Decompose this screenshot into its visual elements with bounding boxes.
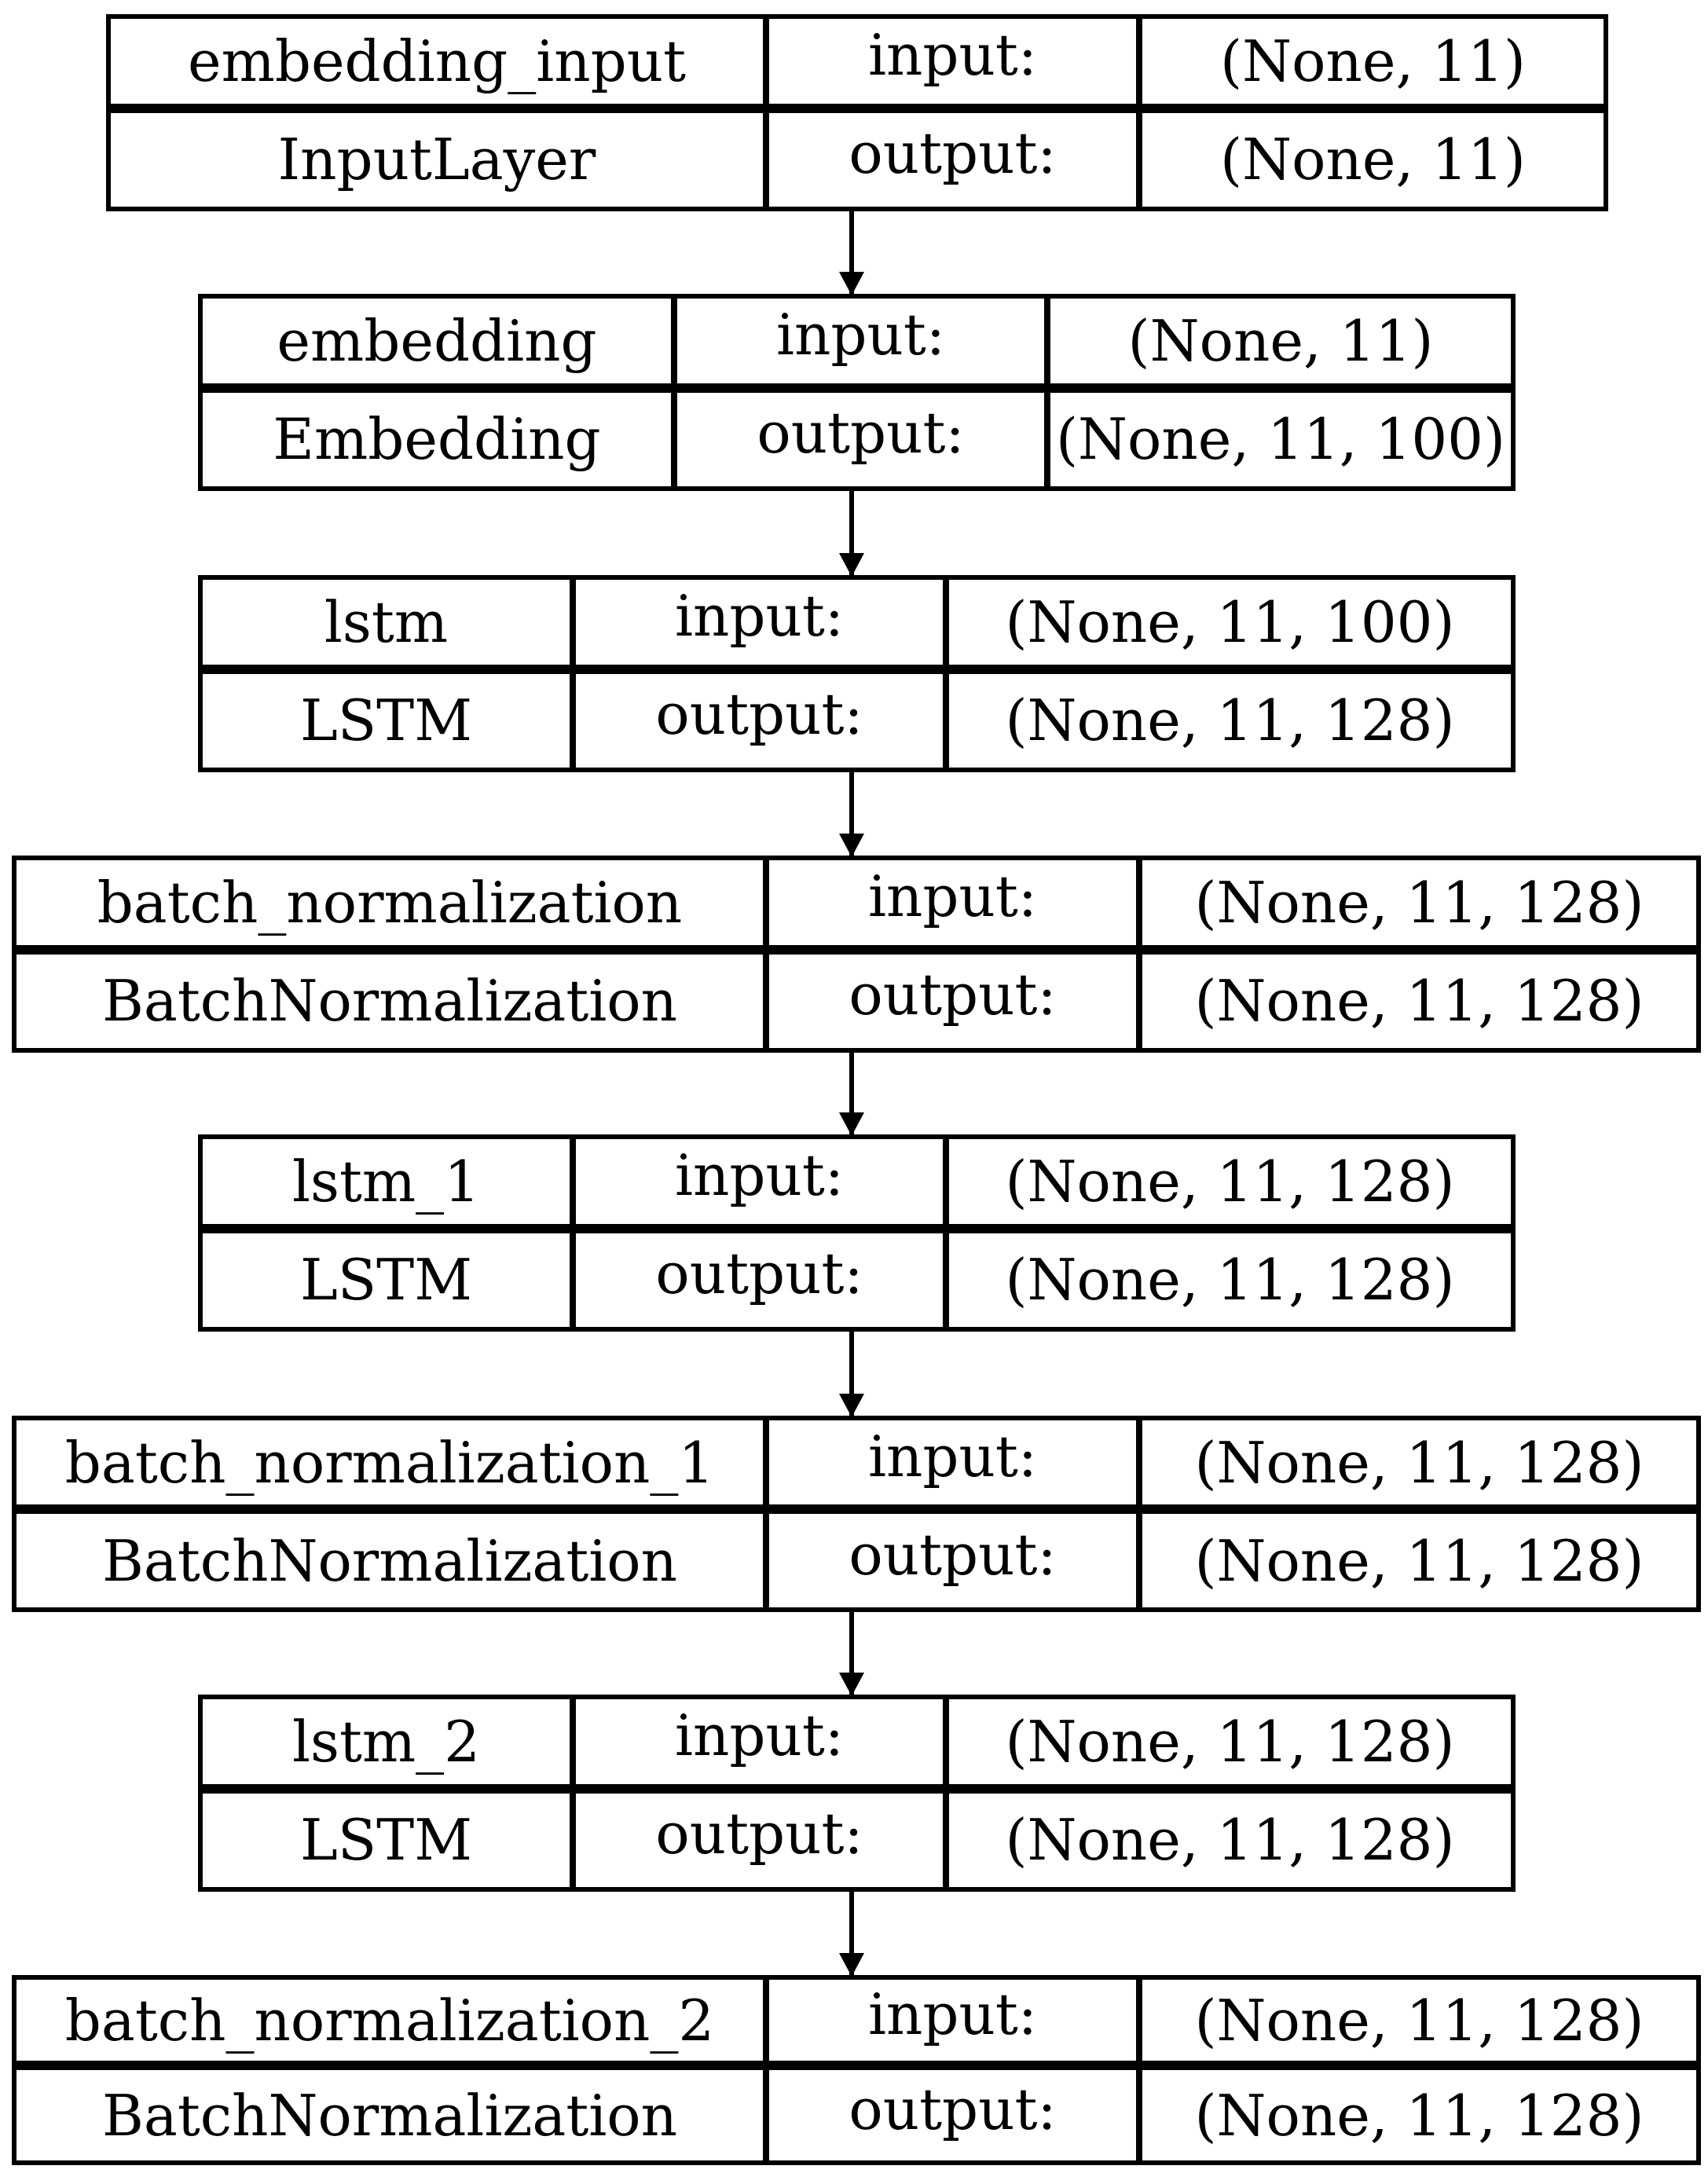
arrowhead-icon bbox=[839, 834, 864, 857]
input-shape: (None, 11, 128) bbox=[1142, 1420, 1696, 1514]
layer-box-lstm: lstm input: (None, 11, 100) LSTM output:… bbox=[198, 575, 1516, 772]
arrowhead-icon bbox=[839, 1953, 864, 1977]
input-shape: (None, 11) bbox=[1050, 299, 1511, 393]
layer-box-batch-normalization: batch_normalization input: (None, 11, 12… bbox=[12, 856, 1701, 1053]
layer-box-embedding: embedding input: (None, 11) Embedding ou… bbox=[198, 294, 1516, 491]
input-label: input: bbox=[769, 1980, 1142, 2070]
output-shape: (None, 11, 100) bbox=[1055, 406, 1506, 473]
layer-type: InputLayer bbox=[111, 112, 769, 207]
output-shape: (None, 11, 128) bbox=[1005, 1247, 1455, 1314]
input-shape: (None, 11, 128) bbox=[949, 1139, 1511, 1233]
layer-name: batch_normalization_1 bbox=[16, 1420, 769, 1514]
input-label: input: bbox=[769, 860, 1142, 955]
input-label: input: bbox=[576, 580, 949, 674]
output-shape: (None, 11, 128) bbox=[1005, 1807, 1455, 1874]
layer-type: LSTM bbox=[203, 673, 576, 768]
input-shape: (None, 11, 128) bbox=[949, 1699, 1511, 1794]
layer-name: embedding bbox=[203, 299, 677, 393]
output-label: output: bbox=[769, 1514, 1142, 1607]
layer-name: batch_normalization bbox=[16, 860, 769, 955]
output-label: output: bbox=[677, 392, 1050, 486]
input-label: input: bbox=[576, 1699, 949, 1794]
output-label: output: bbox=[576, 1793, 949, 1887]
layer-type: LSTM bbox=[203, 1233, 576, 1327]
input-shape: (None, 11, 128) bbox=[1142, 1980, 1696, 2070]
input-label: input: bbox=[677, 299, 1050, 393]
input-shape: (None, 11, 100) bbox=[949, 580, 1511, 674]
arrowhead-icon bbox=[839, 1673, 864, 1696]
connector-arrow bbox=[839, 1892, 864, 1977]
output-shape: (None, 11, 128) bbox=[1194, 1527, 1644, 1594]
output-shape: (None, 11, 128) bbox=[1194, 968, 1644, 1035]
connector-arrow bbox=[839, 772, 864, 857]
layer-box-batch-normalization-2: batch_normalization_2 input: (None, 11, … bbox=[12, 1975, 1701, 2165]
layer-name: lstm_1 bbox=[203, 1139, 576, 1233]
layer-box-batch-normalization-1: batch_normalization_1 input: (None, 11, … bbox=[12, 1416, 1701, 1612]
arrowhead-icon bbox=[839, 1394, 864, 1417]
input-label: input: bbox=[769, 19, 1142, 113]
output-label: output: bbox=[769, 2070, 1142, 2160]
arrowhead-icon bbox=[839, 553, 864, 577]
input-label: input: bbox=[576, 1139, 949, 1233]
output-label: output: bbox=[769, 112, 1142, 207]
layer-name: embedding_input bbox=[111, 19, 769, 113]
layer-box-embedding-input: embedding_input input: (None, 11) InputL… bbox=[106, 14, 1608, 211]
output-shape: (None, 11, 128) bbox=[1005, 687, 1455, 754]
input-shape: (None, 11, 128) bbox=[1142, 860, 1696, 955]
arrowhead-icon bbox=[839, 1112, 864, 1136]
connector-arrow bbox=[839, 1332, 864, 1417]
output-label: output: bbox=[576, 1233, 949, 1327]
layer-type: BatchNormalization bbox=[16, 1514, 769, 1607]
layer-box-lstm-2: lstm_2 input: (None, 11, 128) LSTM outpu… bbox=[198, 1695, 1516, 1892]
output-label: output: bbox=[576, 673, 949, 768]
connector-arrow bbox=[839, 491, 864, 577]
layer-type: LSTM bbox=[203, 1793, 576, 1887]
layer-type: BatchNormalization bbox=[16, 954, 769, 1048]
output-label: output: bbox=[769, 954, 1142, 1048]
input-shape: (None, 11) bbox=[1142, 19, 1604, 113]
arrowhead-icon bbox=[839, 272, 864, 295]
connector-arrow bbox=[839, 211, 864, 295]
layer-box-lstm-1: lstm_1 input: (None, 11, 128) LSTM outpu… bbox=[198, 1134, 1516, 1332]
layer-name: lstm_2 bbox=[203, 1699, 576, 1794]
output-shape: (None, 11) bbox=[1220, 126, 1526, 193]
input-label: input: bbox=[769, 1420, 1142, 1514]
layer-type: BatchNormalization bbox=[16, 2070, 769, 2160]
layer-name: batch_normalization_2 bbox=[16, 1980, 769, 2070]
layer-name: lstm bbox=[203, 580, 576, 674]
connector-arrow bbox=[839, 1053, 864, 1136]
layer-type: Embedding bbox=[203, 392, 677, 486]
connector-arrow bbox=[839, 1612, 864, 1696]
output-shape: (None, 11, 128) bbox=[1194, 2082, 1644, 2149]
